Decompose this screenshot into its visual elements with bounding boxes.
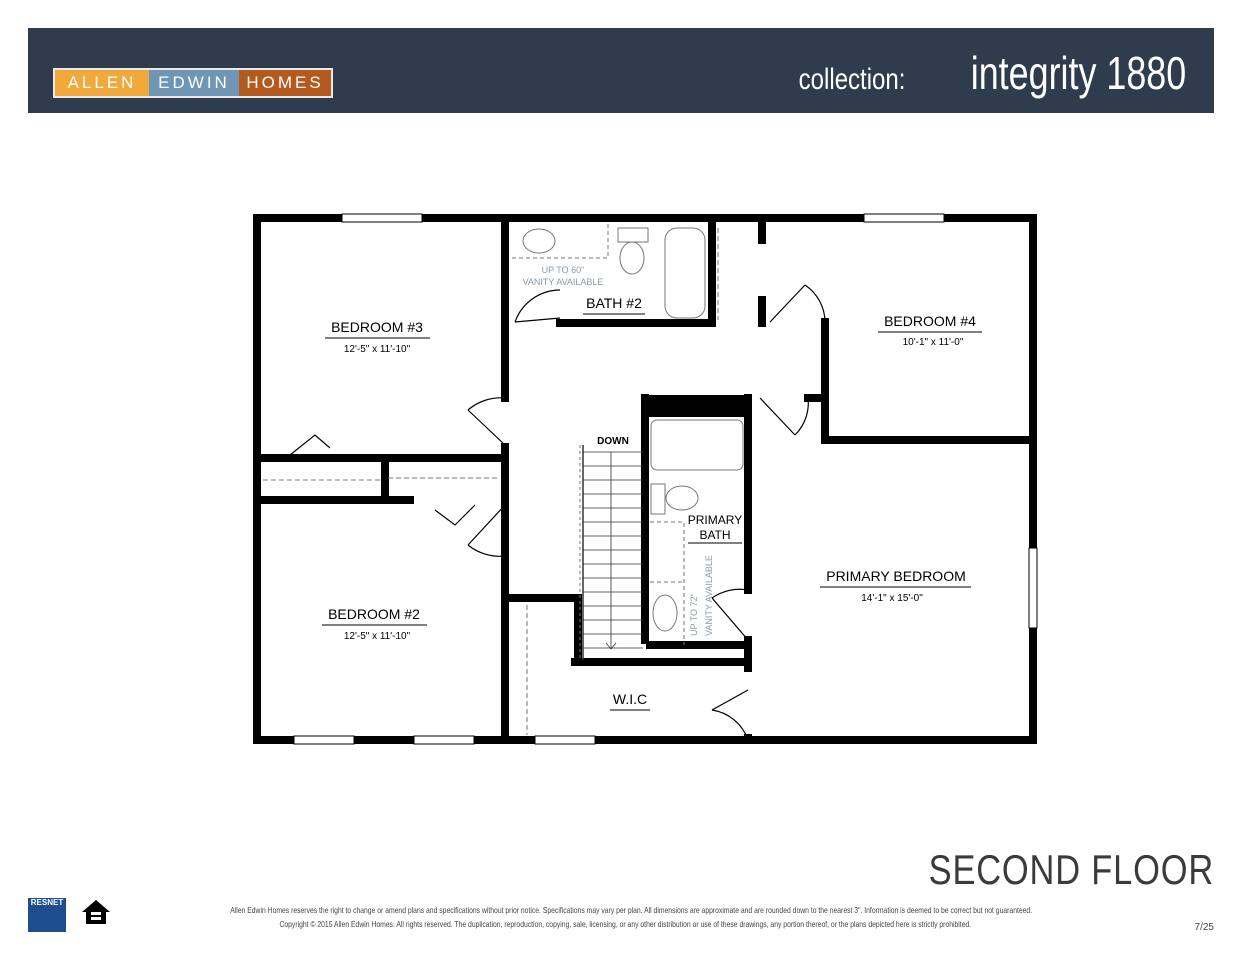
allen-edwin-homes-logo: ALLEN EDWIN HOMES xyxy=(53,68,333,98)
shower xyxy=(650,419,744,471)
bath2-name: BATH #2 xyxy=(586,295,642,311)
fixtures xyxy=(263,224,744,735)
walls xyxy=(253,214,1037,744)
doors xyxy=(289,284,826,741)
logo-part: HOMES xyxy=(239,70,331,96)
page-number: 7/25 xyxy=(1194,922,1214,933)
copyright-line: Copyright © 2015 Allen Edwin Homes. All … xyxy=(130,919,1120,930)
bedroom3-name: BEDROOM #3 xyxy=(331,319,423,335)
primary-bath-wall xyxy=(571,394,752,672)
bath2-vanity-note: UP TO 60" xyxy=(542,265,585,275)
windows xyxy=(293,213,1038,745)
collection-label: collection: xyxy=(798,63,906,96)
bedroom4-name: BEDROOM #4 xyxy=(884,313,976,329)
logo-part: ALLEN xyxy=(55,70,149,96)
primary-bath-vanity-note: UP TO 72" xyxy=(689,593,699,636)
disclaimer-text: Allen Edwin Homes reserves the right to … xyxy=(230,905,1033,915)
chase-wall xyxy=(643,395,752,417)
header-banner: ALLEN EDWIN HOMES collection: integrity … xyxy=(28,28,1214,113)
exterior-wall xyxy=(253,214,1037,744)
logo-part: EDWIN xyxy=(149,70,239,96)
stairs xyxy=(582,445,643,660)
bedroom3-dims: 12'-5" x 11'-10" xyxy=(344,344,411,355)
primary-bath-name: PRIMARY xyxy=(688,513,742,527)
disclaimer-line: Allen Edwin Homes reserves the right to … xyxy=(130,905,1120,916)
copyright-text: Copyright © 2015 Allen Edwin Homes. All … xyxy=(279,919,971,929)
sink xyxy=(522,228,556,254)
stairs-label: DOWN xyxy=(597,436,629,447)
collection-title: collection: integrity 1880 xyxy=(772,46,1186,100)
bath2-wall xyxy=(556,214,766,327)
collection-name: integrity 1880 xyxy=(970,47,1186,99)
resnet-logo: RESNET xyxy=(28,898,66,932)
bedroom4-dims: 10'-1" x 11'-0" xyxy=(903,337,964,348)
bath2-vanity-note: VANITY AVAILABLE xyxy=(523,277,604,287)
bathtub xyxy=(664,227,706,319)
primary-bath-name: BATH xyxy=(699,528,730,542)
closet-wall xyxy=(253,454,509,504)
bedroom2-name: BEDROOM #2 xyxy=(328,606,420,622)
bedroom2-dims: 12'-5" x 11'-10" xyxy=(344,631,411,642)
sink xyxy=(652,594,678,632)
bedroom4-wall xyxy=(804,318,1037,444)
floor-title: SECOND FLOOR xyxy=(928,846,1214,893)
equal-housing-icon xyxy=(82,900,110,924)
primary-bedroom-dims: 14'-1" x 15'-0" xyxy=(861,593,923,604)
primary-bath-vanity-note: VANITY AVAILABLE xyxy=(704,555,714,636)
primary-bedroom-name: PRIMARY BEDROOM xyxy=(826,568,966,584)
wic-name: W.I.C xyxy=(613,691,647,707)
